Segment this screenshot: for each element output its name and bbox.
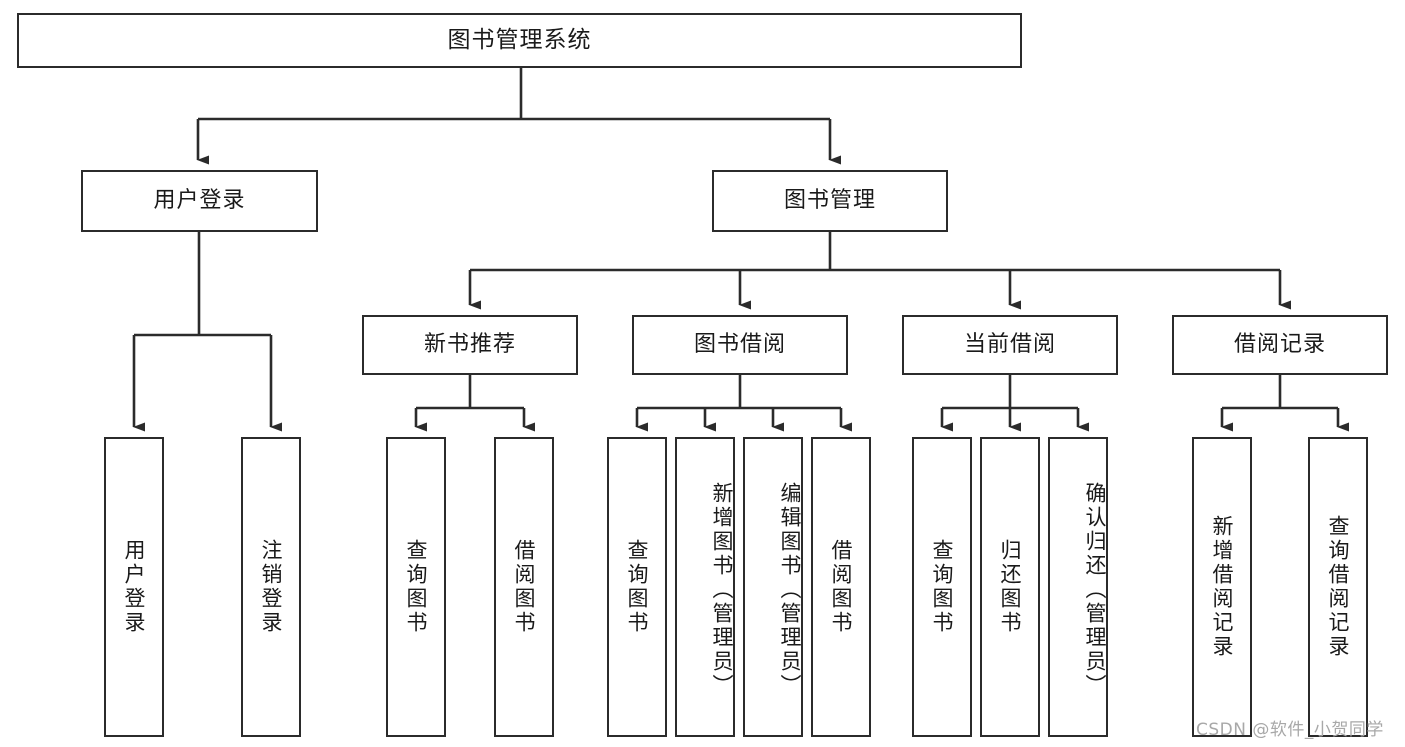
node-leaf-add-book[interactable]: 新增图书（管理员）	[675, 437, 735, 737]
node-borrow-record-label: 借阅记录	[1233, 331, 1326, 357]
node-book-manage-label: 图书管理	[783, 187, 876, 213]
node-book-borrow-label: 图书借阅	[693, 331, 786, 357]
node-book-borrow[interactable]: 图书借阅	[632, 315, 848, 375]
node-leaf-logout-label: 注销登录	[259, 539, 284, 635]
node-root-label: 图书管理系统	[447, 26, 592, 53]
node-leaf-confirm-return-label: 确认归还（管理员）	[1083, 482, 1107, 698]
node-leaf-query-book-3[interactable]: 查询图书	[912, 437, 972, 737]
node-leaf-user-login-label: 用户登录	[122, 539, 147, 635]
node-leaf-edit-book[interactable]: 编辑图书（管理员）	[743, 437, 803, 737]
node-leaf-query-book-2-label: 查询图书	[625, 539, 650, 635]
node-book-manage[interactable]: 图书管理	[712, 170, 948, 232]
node-leaf-return-book[interactable]: 归还图书	[980, 437, 1040, 737]
node-leaf-query-record-label: 查询借阅记录	[1326, 515, 1351, 659]
node-leaf-borrow-book-2-label: 借阅图书	[829, 539, 854, 635]
node-user-login[interactable]: 用户登录	[81, 170, 318, 232]
node-new-book-recommend-label: 新书推荐	[423, 331, 516, 357]
node-borrow-record[interactable]: 借阅记录	[1172, 315, 1388, 375]
node-leaf-add-record-label: 新增借阅记录	[1210, 515, 1235, 659]
node-leaf-query-record[interactable]: 查询借阅记录	[1308, 437, 1368, 737]
node-leaf-return-book-label: 归还图书	[998, 539, 1023, 635]
node-leaf-confirm-return[interactable]: 确认归还（管理员）	[1048, 437, 1108, 737]
node-current-borrow-label: 当前借阅	[963, 331, 1056, 357]
node-new-book-recommend[interactable]: 新书推荐	[362, 315, 578, 375]
node-root[interactable]: 图书管理系统	[17, 13, 1022, 68]
node-leaf-query-book-3-label: 查询图书	[930, 539, 955, 635]
node-user-login-label: 用户登录	[153, 187, 246, 213]
node-leaf-query-book-1-label: 查询图书	[404, 539, 429, 635]
node-leaf-user-login[interactable]: 用户登录	[104, 437, 164, 737]
node-leaf-query-book-2[interactable]: 查询图书	[607, 437, 667, 737]
node-leaf-borrow-book-1-label: 借阅图书	[512, 539, 537, 635]
node-leaf-edit-book-label: 编辑图书（管理员）	[778, 482, 802, 698]
node-leaf-add-book-label: 新增图书（管理员）	[710, 482, 734, 698]
node-leaf-add-record[interactable]: 新增借阅记录	[1192, 437, 1252, 737]
node-leaf-logout[interactable]: 注销登录	[241, 437, 301, 737]
node-leaf-borrow-book-1[interactable]: 借阅图书	[494, 437, 554, 737]
node-leaf-borrow-book-2[interactable]: 借阅图书	[811, 437, 871, 737]
node-leaf-query-book-1[interactable]: 查询图书	[386, 437, 446, 737]
node-current-borrow[interactable]: 当前借阅	[902, 315, 1118, 375]
